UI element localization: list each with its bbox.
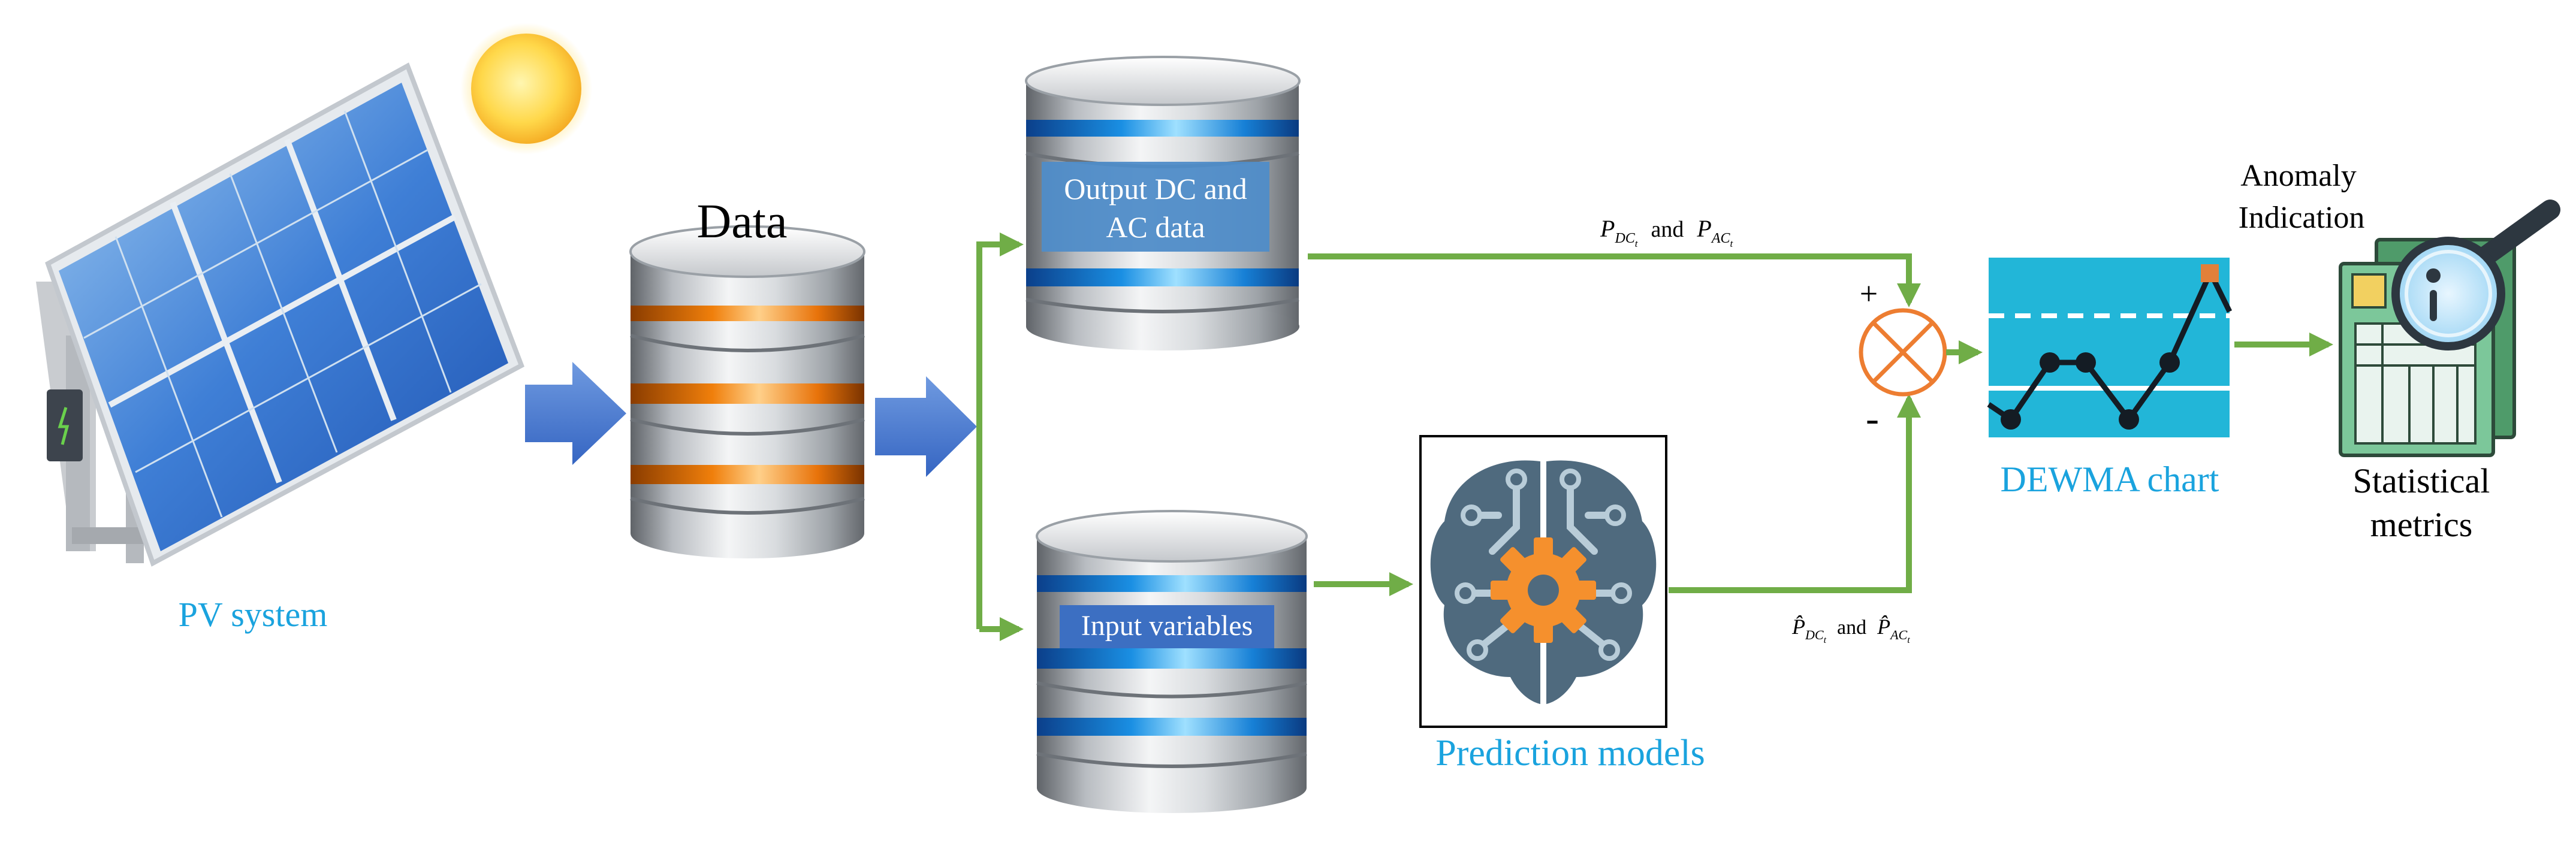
output-database-icon [1025, 56, 1301, 351]
measured-power-line [1308, 253, 1921, 307]
brain-gear-icon [1419, 435, 1667, 728]
statistical-metrics-label-line2: metrics [2370, 505, 2473, 544]
data-label: Data [696, 195, 787, 248]
anomaly-label-line1: Anomaly [2240, 159, 2357, 193]
magnifier-report-icon [2339, 200, 2560, 457]
summing-junction-icon [1859, 308, 1947, 397]
block-arrow-1 [525, 362, 626, 465]
control-chart-icon [1987, 258, 2233, 437]
minus-sign: - [1866, 397, 1879, 440]
block-arrow-2 [875, 376, 977, 477]
dewma-chart-label: DEWMA chart [2001, 460, 2219, 499]
branch-to-output [976, 232, 1024, 427]
anomaly-label-line2: Indication [2239, 201, 2365, 235]
database-icon [629, 225, 865, 558]
predicted-power-line [1669, 394, 1921, 593]
sun-icon [460, 23, 592, 155]
solar-panel-icon [36, 62, 524, 567]
input-variables-label: Input variables [1081, 610, 1253, 642]
output-data-label-line2: AC data [1106, 210, 1205, 244]
pv-system-label: PV system [179, 595, 328, 634]
prediction-models-label: Prediction models [1435, 733, 1705, 773]
plus-sign: + [1860, 276, 1878, 312]
input-database-icon [1036, 510, 1308, 813]
output-data-label-line1: Output DC and [1064, 172, 1247, 206]
statistical-metrics-label-line1: Statistical [2353, 461, 2490, 500]
